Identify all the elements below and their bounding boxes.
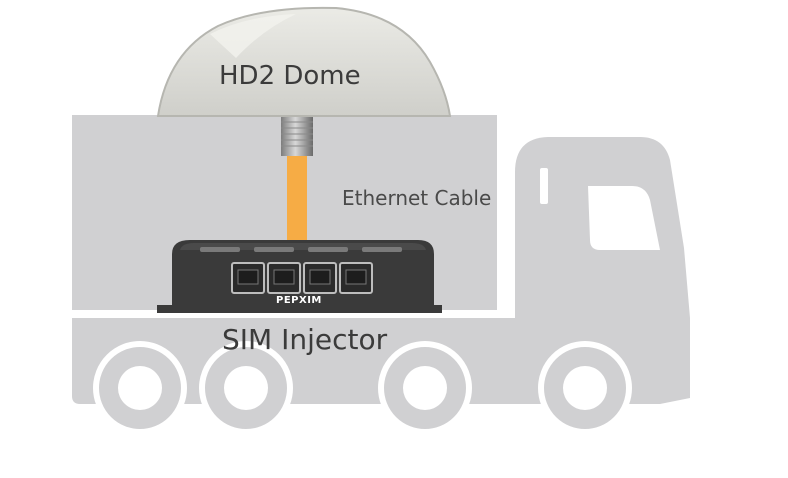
hub-rear-1 xyxy=(118,366,162,410)
hub-rear-2 xyxy=(224,366,268,410)
hub-front-1 xyxy=(403,366,447,410)
ethernet-ports xyxy=(231,262,373,294)
device-vents xyxy=(200,247,402,252)
cab-mirror xyxy=(540,168,548,204)
cable-label: Ethernet Cable xyxy=(342,186,491,210)
cab-window xyxy=(588,186,660,250)
hub-front-2 xyxy=(563,366,607,410)
ethernet-cable xyxy=(287,156,307,240)
dome-connector xyxy=(281,116,313,156)
trailer-gap xyxy=(72,310,515,318)
dome-label: HD2 Dome xyxy=(219,61,361,91)
dome-highlight xyxy=(210,14,296,58)
device-base-plate xyxy=(157,305,442,313)
device-brand-label: PEPXIM xyxy=(276,295,322,306)
injector-label: SIM Injector xyxy=(222,323,388,356)
